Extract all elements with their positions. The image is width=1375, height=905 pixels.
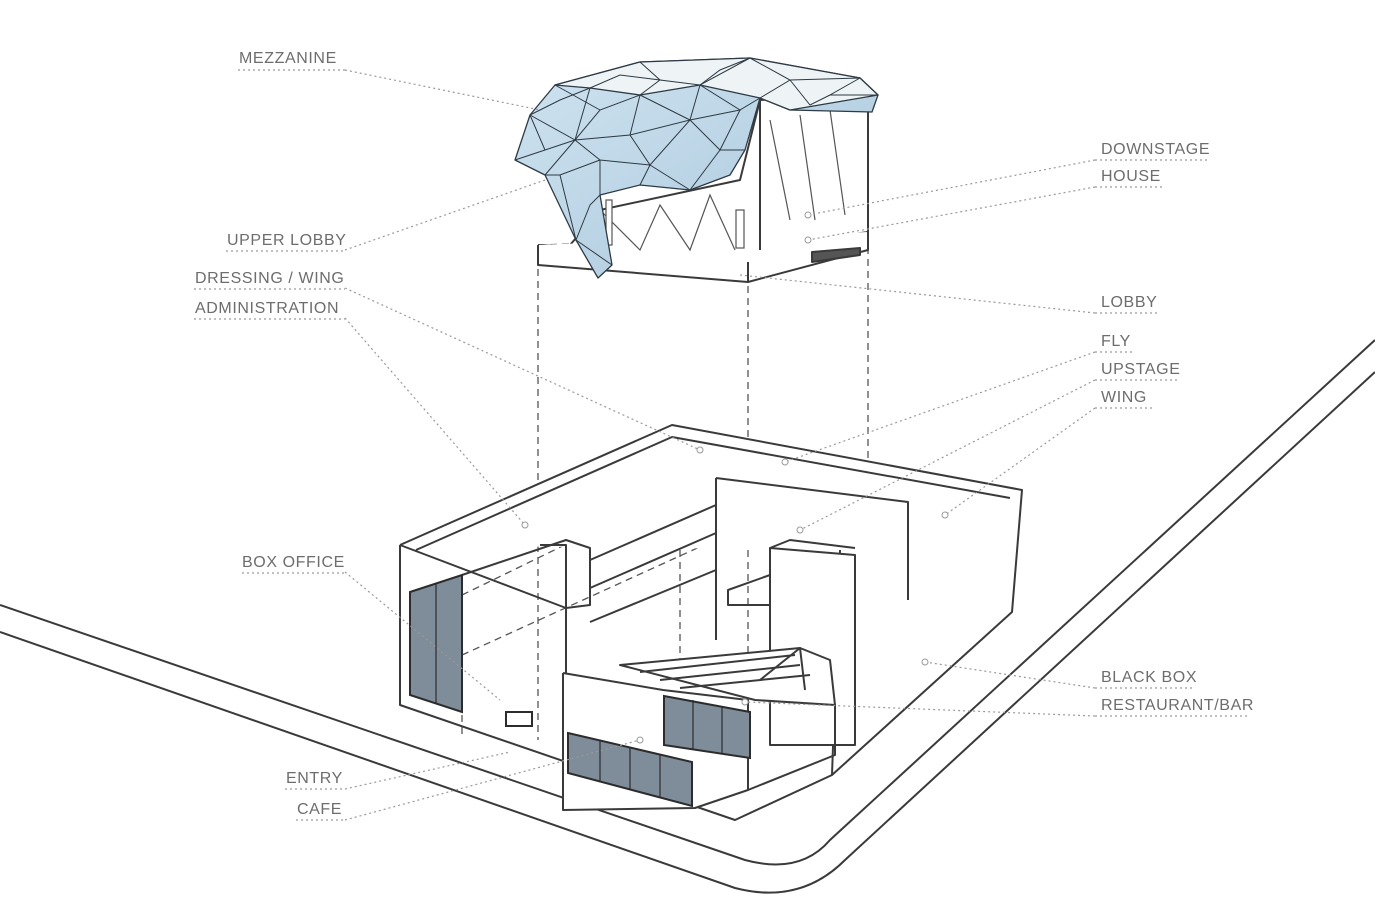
label-black-box: BLACK BOX: [1101, 669, 1198, 686]
mezzanine-facets: [514, 57, 878, 266]
upper-level-interior: [599, 109, 846, 252]
leader-underlines: [194, 69, 1250, 821]
label-administration: ADMINISTRATION: [195, 300, 340, 317]
leader-lines: [344, 69, 1096, 821]
ground-floor-block: [399, 424, 1023, 821]
label-house: HOUSE: [1101, 168, 1161, 185]
leader-endpoints: [521, 211, 949, 744]
mezzanine-shell: [514, 57, 879, 279]
label-fly: FLY: [1101, 333, 1131, 350]
label-upper-lobby: UPPER LOBBY: [227, 232, 347, 249]
label-lobby: LOBBY: [1101, 294, 1158, 311]
label-cafe: CAFE: [297, 801, 343, 818]
label-mezzanine: MEZZANINE: [239, 50, 337, 67]
upper-level-box: [537, 94, 869, 283]
label-entry: ENTRY: [286, 770, 343, 787]
label-wing: WING: [1101, 389, 1147, 406]
street-curb: [0, 339, 1375, 894]
label-downstage: DOWNSTAGE: [1101, 141, 1211, 158]
label-dressing-wing: DRESSING / WING: [195, 270, 345, 287]
glazing-mullions: [435, 584, 723, 798]
label-upstage: UPSTAGE: [1101, 361, 1181, 378]
label-restaurant-bar: RESTAURANT/BAR: [1101, 697, 1255, 714]
label-box-office: BOX OFFICE: [242, 554, 345, 571]
